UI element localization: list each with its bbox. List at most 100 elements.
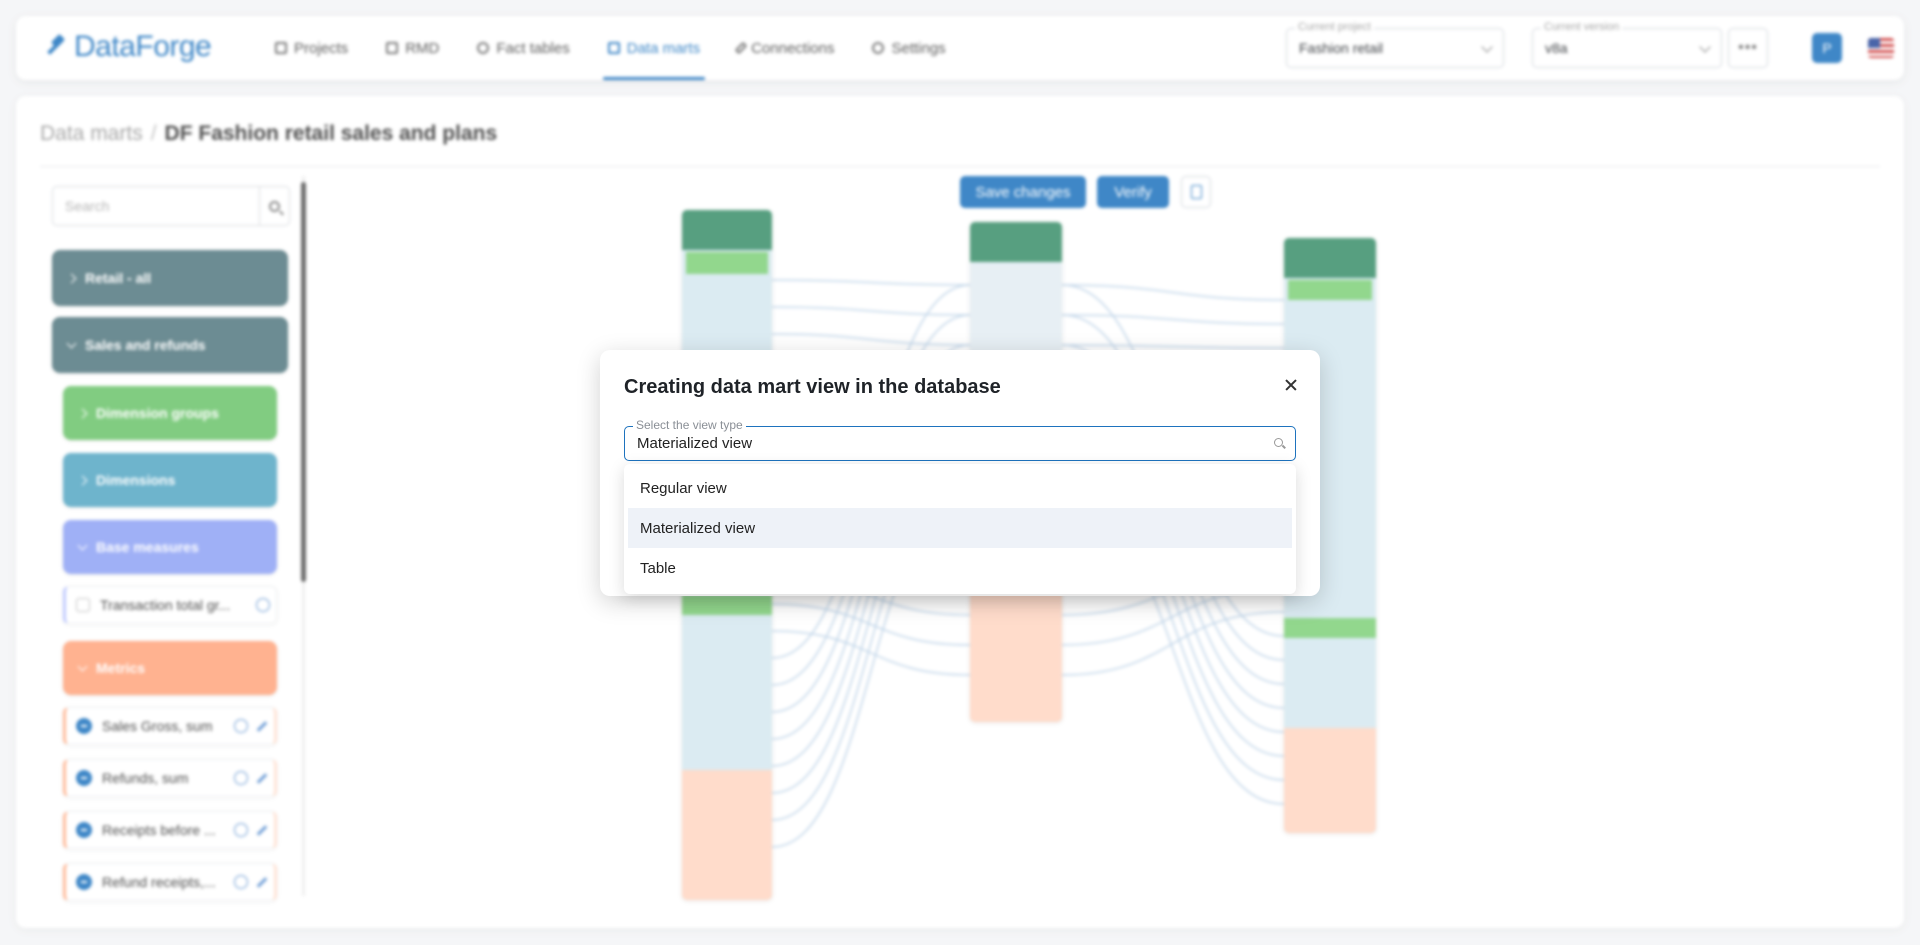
group-metrics[interactable]: Metrics (63, 641, 277, 695)
node-section-header (686, 252, 768, 274)
verify-button[interactable]: Verify (1097, 176, 1169, 208)
group-dimensions[interactable]: Dimensions (63, 453, 277, 507)
group-label: Retail - all (85, 270, 152, 286)
close-icon[interactable] (1280, 374, 1302, 396)
nav-label: Fact tables (496, 39, 570, 57)
breadcrumb-parent[interactable]: Data marts (40, 122, 143, 145)
remove-icon[interactable] (76, 874, 92, 890)
group-base-measures[interactable]: Base measures (63, 520, 277, 574)
version-select-value: v8a (1545, 40, 1568, 56)
node-header (970, 222, 1062, 262)
nav-label: Projects (294, 39, 349, 57)
remove-icon[interactable] (76, 718, 92, 734)
diagram-link (771, 306, 971, 316)
nav-data-marts[interactable]: Data marts (589, 16, 719, 80)
nav-settings[interactable]: Settings (853, 16, 964, 80)
version-select[interactable]: Current version v8a (1532, 21, 1722, 68)
us-flag-icon[interactable] (1868, 38, 1894, 58)
group-label: Metrics (96, 660, 146, 676)
list-item[interactable]: Transaction total gr... (63, 586, 277, 624)
diagram-link (1061, 284, 1285, 301)
node-section-header (682, 595, 772, 615)
project-select[interactable]: Current project Fashion retail (1286, 21, 1504, 68)
node-section-header (1284, 618, 1376, 638)
diagram-link (771, 603, 971, 646)
group-retail-all[interactable]: Retail - all (52, 250, 288, 306)
item-label: Receipts before ... (102, 822, 216, 838)
sidebar-search: Search (52, 186, 290, 226)
nav-connections[interactable]: Connections (719, 16, 853, 80)
database-icon (477, 42, 490, 54)
item-label: Sales Gross, sum (102, 718, 213, 734)
top-header: DataForge Projects RMD Fact tables Data … (16, 16, 1904, 80)
option-table[interactable]: Table (640, 559, 676, 577)
nav-fact-tables[interactable]: Fact tables (458, 16, 588, 80)
list-item[interactable]: Refund receipts,... (63, 863, 277, 901)
view-type-dropdown: Regular view Materialized view Table (624, 464, 1296, 594)
view-type-value: Materialized view (637, 435, 753, 452)
search-button[interactable] (259, 187, 289, 225)
dialog-title: Creating data mart view in the database (624, 376, 1001, 398)
layout-toggle-button[interactable] (1181, 176, 1211, 208)
app-name: DataForge (74, 30, 212, 63)
list-item[interactable]: Refunds, sum (63, 759, 277, 797)
group-label: Dimension groups (96, 405, 219, 421)
group-label: Dimensions (96, 472, 176, 488)
info-icon[interactable] (234, 719, 248, 733)
list-item[interactable]: Sales Gross, sum (63, 707, 277, 745)
page-title: DF Fashion retail sales and plans (164, 122, 498, 145)
main-nav: Projects RMD Fact tables Data marts Conn… (256, 16, 965, 80)
save-changes-button[interactable]: Save changes (960, 176, 1086, 208)
remove-icon[interactable] (76, 770, 92, 786)
group-dimension-groups[interactable]: Dimension groups (63, 386, 277, 440)
node-metric-block (1284, 728, 1376, 833)
panel-icon (1190, 185, 1202, 199)
diagram-link (1061, 611, 1285, 676)
remove-icon[interactable] (76, 822, 92, 838)
user-avatar[interactable]: P (1812, 33, 1842, 63)
info-icon[interactable] (234, 771, 248, 785)
option-regular-view[interactable]: Regular view (640, 479, 727, 497)
project-select-label: Current project (1295, 21, 1374, 33)
sidebar-scrollbar[interactable] (301, 182, 306, 582)
version-select-label: Current version (1541, 21, 1623, 33)
node-section-header (1288, 280, 1372, 300)
option-materialized-view[interactable]: Materialized view (628, 508, 1292, 548)
diagram-link (771, 333, 971, 346)
view-type-select[interactable]: Select the view type Materialized view (624, 418, 1296, 461)
divider (40, 166, 1880, 167)
checkbox[interactable] (76, 598, 90, 612)
info-icon[interactable] (234, 823, 248, 837)
group-label: Sales and refunds (85, 337, 206, 353)
info-icon[interactable] (256, 598, 270, 612)
list-icon (386, 42, 399, 54)
list-item[interactable]: Receipts before ... (63, 811, 277, 849)
info-icon[interactable] (234, 875, 248, 889)
search-icon (269, 200, 280, 212)
node-header (682, 210, 772, 250)
nav-label: RMD (405, 39, 440, 57)
nav-label: Data marts (626, 39, 701, 57)
group-sales-and-refunds[interactable]: Sales and refunds (52, 317, 288, 373)
diagram-link (1061, 344, 1285, 349)
gear-icon (872, 42, 885, 54)
item-label: Refunds, sum (102, 770, 189, 786)
node-metric-block (970, 592, 1062, 722)
diagram-link (771, 279, 971, 286)
diagram-link (1061, 314, 1285, 325)
app-logo[interactable]: DataForge (42, 30, 212, 64)
group-label: Base measures (96, 539, 199, 555)
search-icon (1274, 438, 1283, 447)
diagram-link (771, 630, 971, 676)
nav-label: Connections (751, 39, 835, 57)
project-select-value: Fashion retail (1299, 40, 1384, 56)
breadcrumb: Data marts / DF Fashion retail sales and… (40, 122, 497, 146)
nav-projects[interactable]: Projects (256, 16, 367, 80)
nav-rmd[interactable]: RMD (367, 16, 458, 80)
item-label: Transaction total gr... (100, 597, 231, 613)
view-type-label: Select the view type (633, 418, 746, 432)
more-button[interactable]: ••• (1728, 28, 1768, 68)
breadcrumb-separator: / (150, 122, 157, 145)
projects-icon (275, 42, 287, 54)
search-input[interactable]: Search (65, 198, 110, 214)
